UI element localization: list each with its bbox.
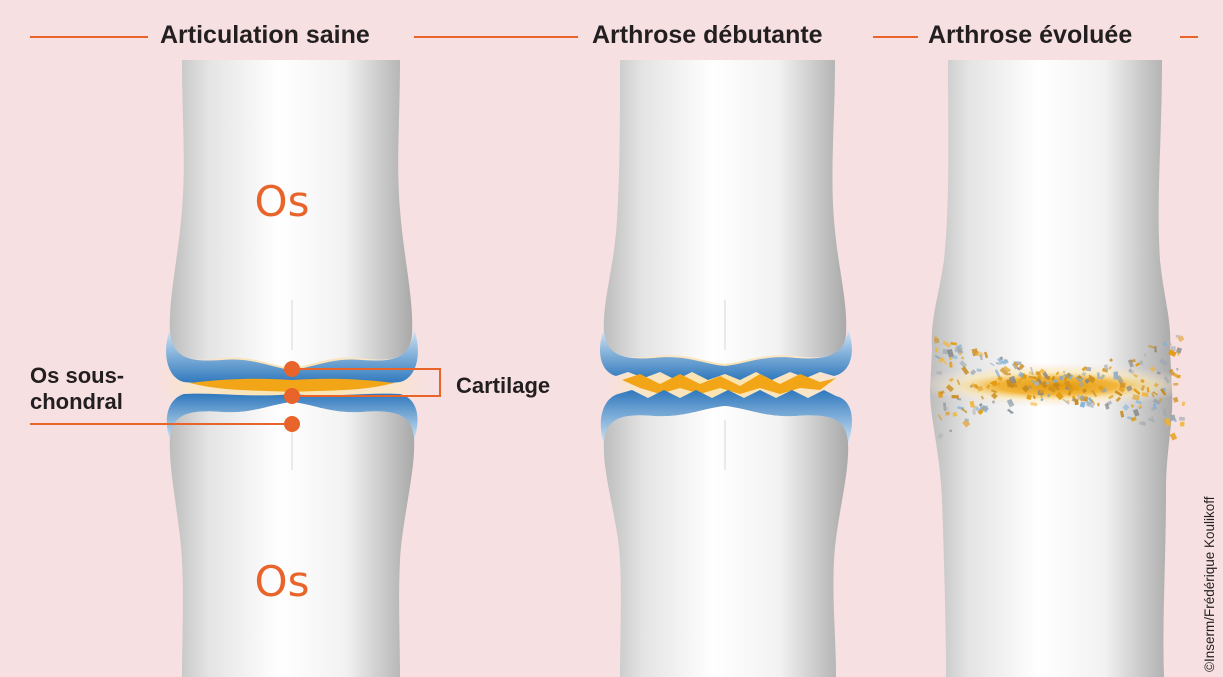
debris-particle bbox=[1176, 347, 1182, 353]
debris-particle bbox=[1173, 397, 1179, 403]
subchondral-dot bbox=[284, 416, 300, 432]
debris-particle bbox=[949, 362, 953, 368]
debris-particle bbox=[1180, 422, 1185, 427]
debris-particle bbox=[1063, 371, 1066, 373]
debris-particle bbox=[1006, 373, 1011, 375]
debris-particle bbox=[1104, 365, 1108, 372]
header-advanced-arthritis: Arthrose évoluée bbox=[928, 18, 1132, 52]
debris-particle bbox=[1182, 401, 1186, 406]
bone-label-bottom: Os bbox=[222, 560, 342, 604]
debris-particle bbox=[1078, 376, 1082, 378]
debris-particle bbox=[1047, 376, 1051, 380]
debris-particle bbox=[1176, 368, 1178, 370]
advanced-arthritis-joint bbox=[916, 60, 1196, 677]
debris-particle bbox=[972, 409, 975, 414]
subchondral-label-line2: chondral bbox=[30, 390, 123, 414]
header-healthy-joint: Articulation saine bbox=[160, 18, 370, 52]
debris-particle bbox=[976, 387, 978, 389]
debris-particle bbox=[954, 356, 958, 360]
image-credit: ©Inserm/Frédérique Koulikoff bbox=[1202, 652, 1222, 672]
subchondral-label-line1: Os sous- bbox=[30, 364, 124, 388]
debris-particle bbox=[964, 419, 968, 422]
debris-particle bbox=[1063, 374, 1068, 377]
cartilage-top-dot bbox=[284, 361, 300, 377]
cartilage-bottom-dot bbox=[284, 388, 300, 404]
debris-particle bbox=[1074, 399, 1078, 405]
debris-particle bbox=[1040, 391, 1044, 394]
cartilage-label: Cartilage bbox=[456, 374, 550, 398]
debris-particle bbox=[1086, 367, 1092, 371]
header-early-arthritis: Arthrose débutante bbox=[592, 18, 823, 52]
debris-particle bbox=[1113, 372, 1117, 380]
debris-particle bbox=[1173, 383, 1178, 386]
early-arthritis-joint bbox=[593, 60, 857, 677]
debris-particle bbox=[1059, 376, 1063, 381]
debris-particle bbox=[945, 411, 950, 415]
debris-particle bbox=[1179, 417, 1185, 421]
debris-particle bbox=[1142, 392, 1149, 397]
debris-particle bbox=[1170, 433, 1178, 441]
debris-particle bbox=[1157, 372, 1161, 375]
bone-label-top: Os bbox=[222, 180, 342, 224]
debris-particle bbox=[1177, 375, 1181, 379]
debris-particle bbox=[1097, 403, 1099, 406]
